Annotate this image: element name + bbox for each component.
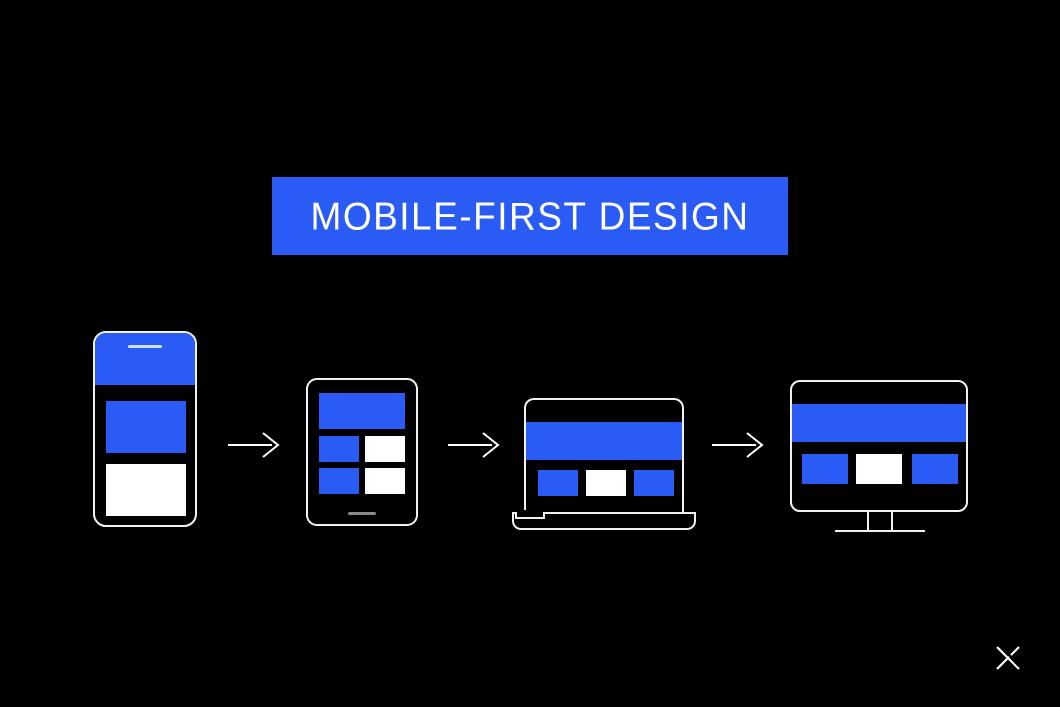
tablet-home-indicator-icon [348, 512, 376, 515]
desktop-header-bar [792, 404, 966, 442]
tablet-header-bar [319, 393, 405, 429]
laptop-column-3 [634, 470, 674, 496]
tablet-grid-bottom-left [319, 468, 359, 494]
desktop-column-1 [802, 454, 848, 484]
phone-content-secondary [106, 464, 186, 516]
tablet-grid-top-right [365, 436, 405, 462]
desktop-column-2 [856, 454, 902, 484]
arrow-laptop-to-desktop-icon [712, 430, 768, 460]
phone-header-bar [95, 333, 195, 385]
desktop-column-3 [912, 454, 958, 484]
title-banner: MOBILE-FIRST DESIGN [272, 177, 788, 255]
desktop-stand-base [835, 530, 925, 532]
laptop-notch-cover [517, 510, 543, 514]
x-logo-icon [993, 643, 1023, 673]
laptop-column-1 [538, 470, 578, 496]
tablet-grid-top-left [319, 436, 359, 462]
phone-content-primary [106, 401, 186, 453]
laptop-header-bar [526, 422, 682, 460]
desktop-stand-neck-right [891, 512, 893, 532]
desktop-stand-neck-left [867, 512, 869, 532]
laptop-column-2 [586, 470, 626, 496]
page-title: MOBILE-FIRST DESIGN [310, 194, 750, 238]
arrow-tablet-to-laptop-icon [448, 430, 504, 460]
device-laptop-base [512, 512, 696, 530]
tablet-grid-bottom-right [365, 468, 405, 494]
device-desktop-screen [790, 380, 968, 512]
device-laptop-screen [524, 398, 684, 512]
device-tablet [306, 378, 418, 526]
phone-speaker-icon [128, 345, 162, 348]
device-phone [93, 331, 197, 527]
arrow-phone-to-tablet-icon [228, 430, 284, 460]
laptop-trackpad-notch [515, 512, 545, 519]
